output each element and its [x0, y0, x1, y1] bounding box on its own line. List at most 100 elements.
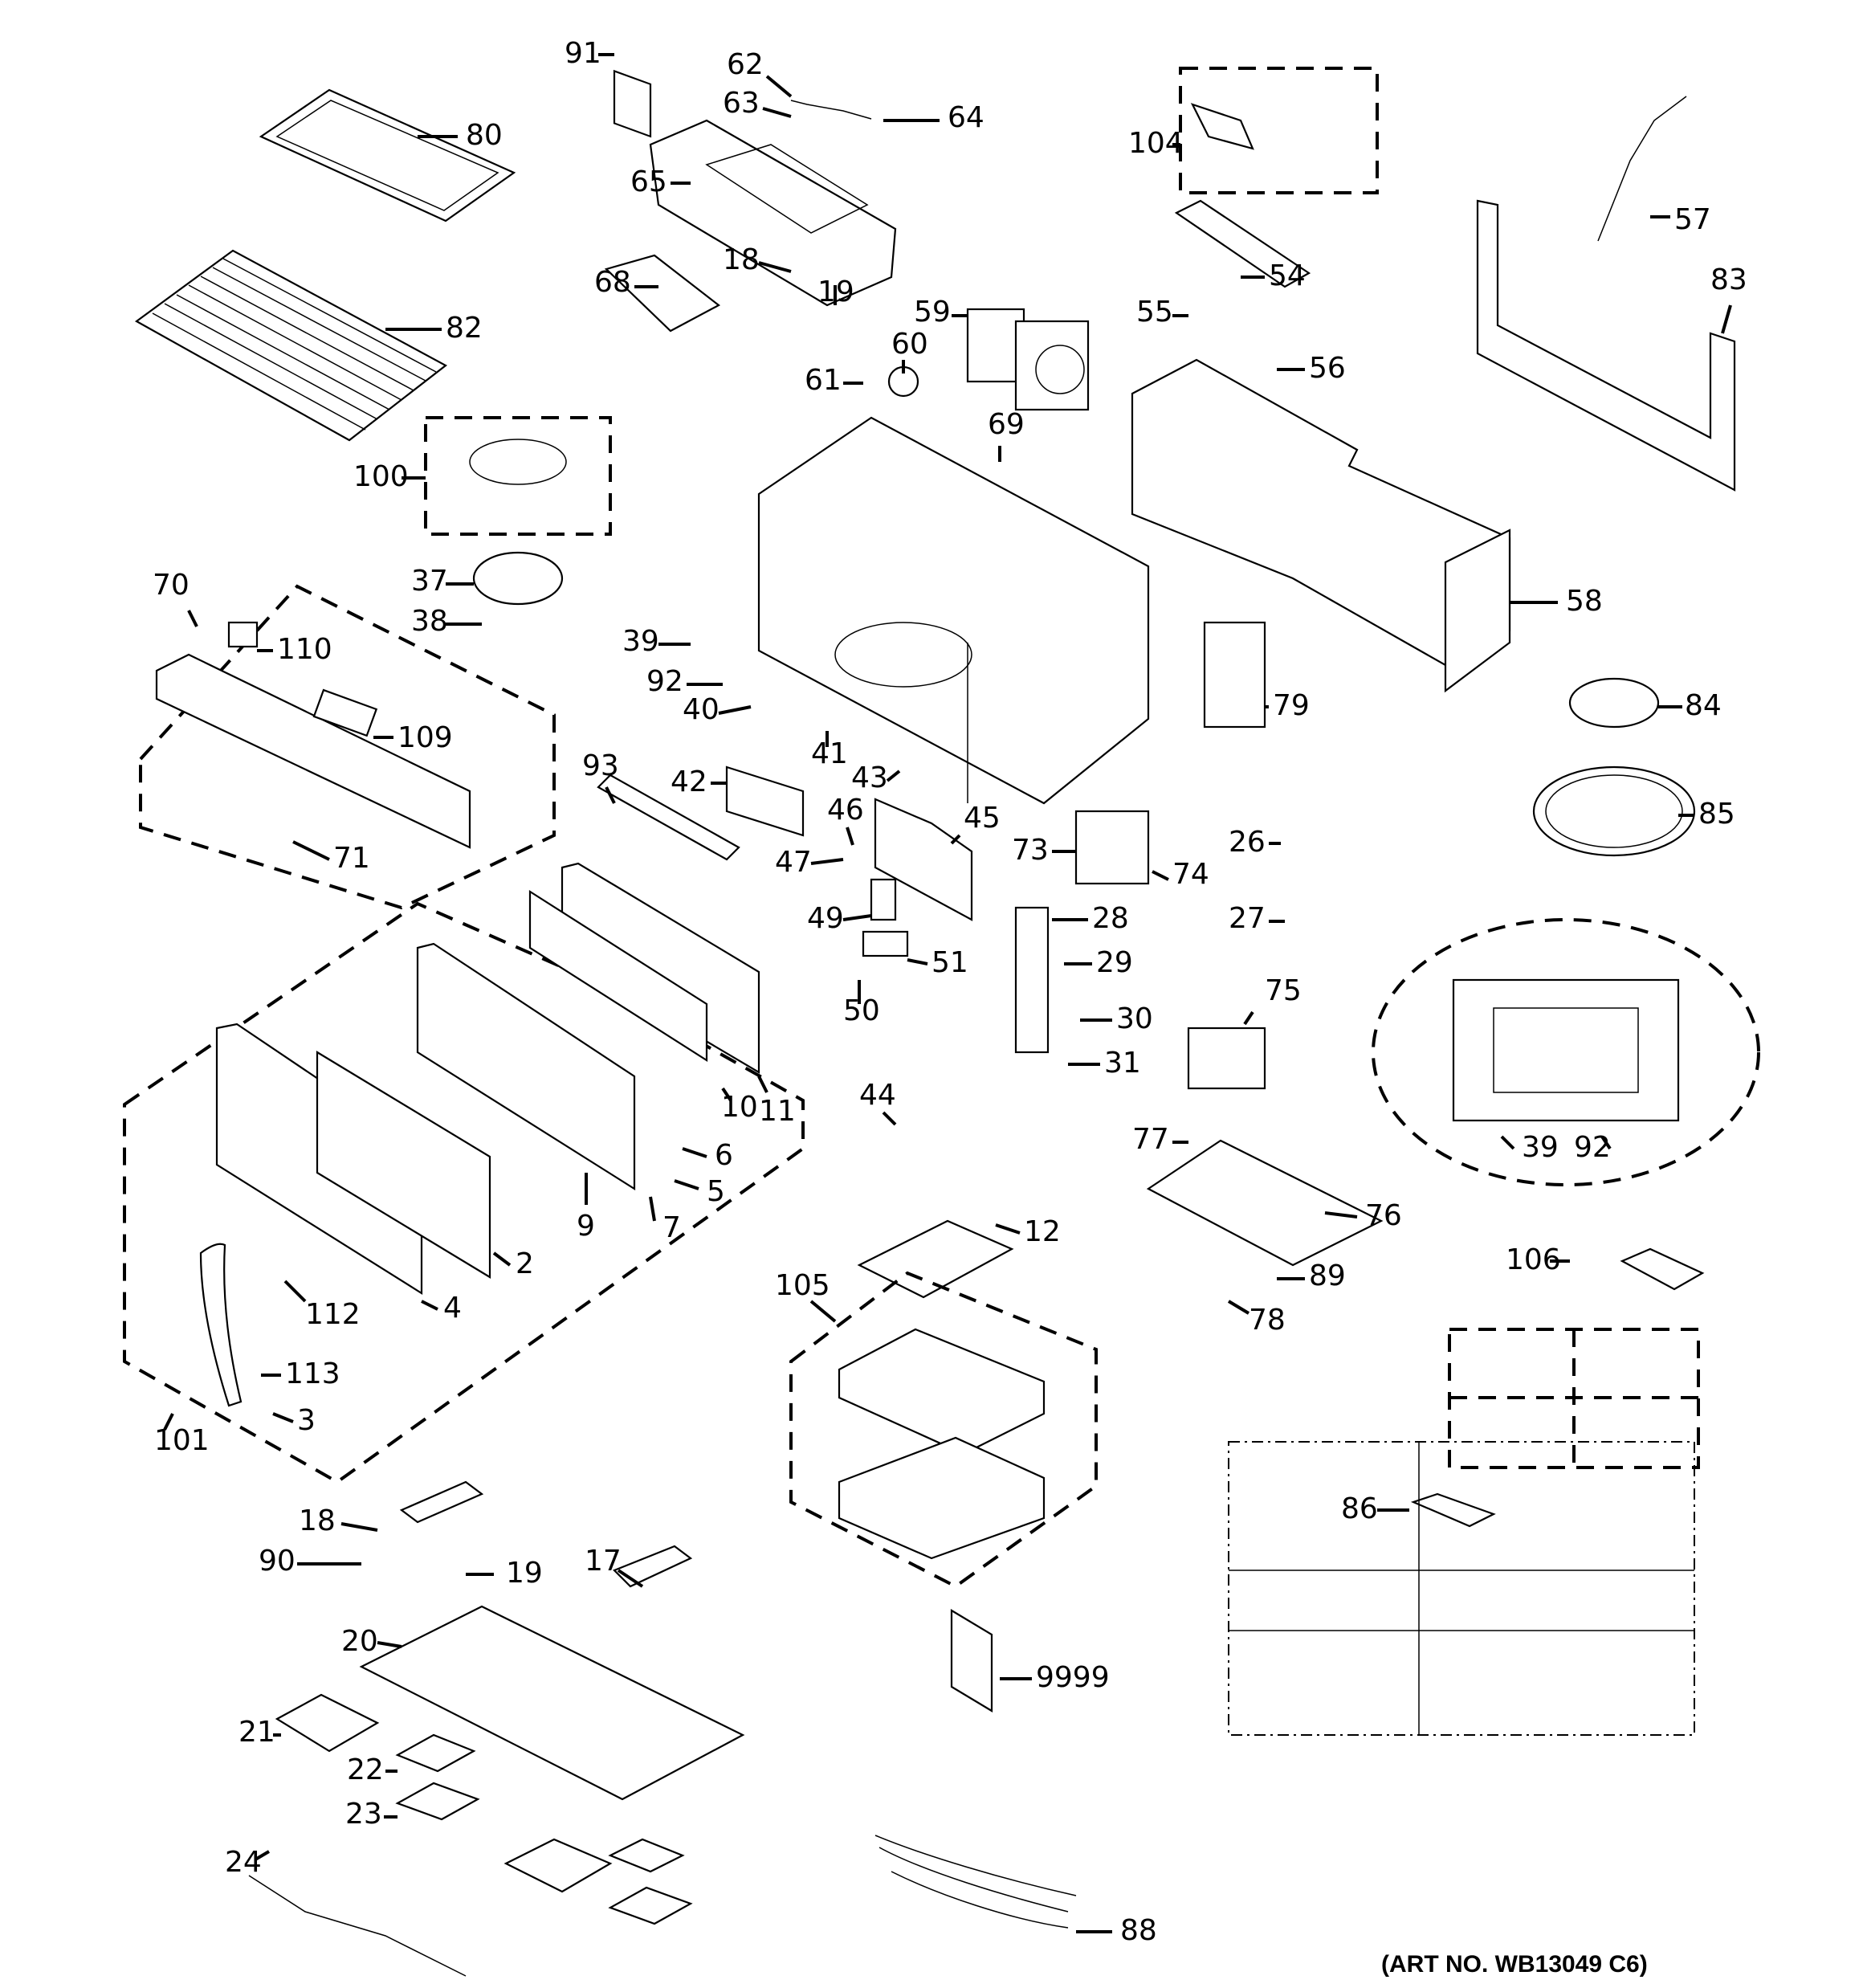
callout-110: 110 — [277, 633, 332, 666]
callout-86: 86 — [1341, 1492, 1378, 1525]
callout-9: 9 — [577, 1210, 595, 1243]
leader-line-2 — [492, 1251, 512, 1267]
part-88-wire-harness — [874, 1835, 1077, 1929]
callout-46: 46 — [827, 794, 864, 827]
callout-55: 55 — [1136, 296, 1173, 329]
callout-56: 56 — [1309, 352, 1346, 385]
part-105-box — [838, 1328, 1046, 1455]
callout-41: 41 — [811, 737, 848, 770]
callout-91: 91 — [565, 37, 601, 70]
callout-88: 88 — [1120, 1914, 1157, 1947]
part-76-base-plate — [1146, 1139, 1384, 1267]
part-42-vent-cover — [725, 765, 805, 837]
part-51-part — [862, 930, 909, 957]
callout-83: 83 — [1710, 263, 1747, 296]
leader-line-18 — [758, 261, 792, 273]
part-85-turntable-tray — [1532, 765, 1696, 857]
group-86-table — [1228, 1441, 1695, 1736]
callout-7: 7 — [662, 1211, 681, 1244]
group-70-box — [139, 584, 556, 910]
leader-line-51 — [907, 958, 928, 965]
callout-84: 84 — [1685, 689, 1722, 722]
leader-line-5 — [674, 1179, 699, 1190]
callout-40: 40 — [683, 693, 720, 726]
callout-100: 100 — [353, 460, 409, 493]
callout-26: 26 — [1229, 826, 1266, 859]
callout-104: 104 — [1128, 127, 1184, 160]
callout-113: 113 — [285, 1357, 340, 1390]
part-28-latch-board — [1014, 906, 1050, 1054]
group-104-box — [1179, 67, 1379, 194]
leader-line-4 — [421, 1300, 438, 1311]
callout-28: 28 — [1092, 902, 1129, 935]
part-22-cover — [395, 1733, 476, 1773]
leader-line-93 — [605, 786, 616, 804]
callout-71: 71 — [333, 842, 370, 875]
part-57-power-cord — [1597, 96, 1687, 242]
leader-line-10 — [721, 1087, 732, 1102]
part-9-door-frame — [416, 942, 636, 1190]
callout-92: 92 — [646, 665, 683, 698]
part-2-door-glass — [316, 1051, 491, 1279]
callout-61: 61 — [805, 364, 842, 397]
callout-3: 3 — [297, 1404, 316, 1437]
callout-31: 31 — [1104, 1047, 1141, 1080]
part-37-stirrer-cover — [472, 551, 564, 606]
callout-38: 38 — [411, 605, 448, 638]
callout-90: 90 — [259, 1545, 296, 1578]
part-104-part — [1190, 103, 1254, 150]
callout-59: 59 — [914, 296, 951, 329]
leader-line-39 — [1500, 1135, 1515, 1150]
callout-9999: 9999 — [1036, 1661, 1110, 1694]
callout-29: 29 — [1096, 946, 1133, 979]
part-68-cover — [604, 254, 721, 333]
callout-45: 45 — [964, 802, 1001, 835]
leader-line-63 — [762, 107, 792, 118]
part-59-fan-motor — [966, 308, 1090, 411]
callout-65: 65 — [630, 165, 667, 198]
callout-49: 49 — [807, 902, 844, 935]
part-21-lens — [275, 1693, 380, 1753]
art-number: (ART NO. WB13049 C6) — [1381, 1951, 1648, 1978]
callout-39: 39 — [1522, 1131, 1559, 1164]
part-82-grill-rack — [134, 249, 448, 442]
part-86-bag — [1410, 1492, 1496, 1528]
leader-line-47 — [810, 858, 844, 865]
callout-93: 93 — [582, 749, 619, 782]
callout-42: 42 — [671, 765, 707, 798]
part-80-grease-filter-frame — [259, 88, 516, 222]
callout-51: 51 — [932, 946, 968, 979]
part-109-filter — [312, 688, 378, 737]
part-91-vent-grille — [613, 69, 652, 138]
callout-23: 23 — [345, 1798, 382, 1831]
callout-2: 2 — [516, 1247, 534, 1280]
callout-76: 76 — [1365, 1199, 1402, 1232]
part-21b-lens — [503, 1838, 613, 1893]
callout-79: 79 — [1273, 689, 1310, 722]
callout-4: 4 — [443, 1292, 462, 1325]
callout-101: 101 — [154, 1424, 210, 1457]
leader-line-62 — [765, 75, 793, 98]
part-9999-manual — [950, 1609, 993, 1712]
part-20-base-panel — [359, 1605, 745, 1801]
part-18-lamp-housing — [399, 1480, 484, 1524]
part-54-plate — [1174, 199, 1311, 288]
callout-64: 64 — [948, 101, 984, 134]
leader-line-17 — [617, 1569, 644, 1588]
leader-line-76 — [1324, 1211, 1358, 1219]
callout-39: 39 — [622, 625, 659, 658]
part-106-bag — [1620, 1247, 1705, 1291]
callout-63: 63 — [723, 87, 760, 120]
callout-18: 18 — [723, 243, 760, 276]
part-93-strip — [597, 774, 740, 861]
leader-line-105 — [809, 1300, 837, 1323]
callout-74: 74 — [1172, 858, 1209, 891]
callout-6: 6 — [715, 1139, 733, 1172]
leader-line-7 — [649, 1196, 656, 1222]
part-cavity-chassis — [757, 416, 1150, 805]
part-12-circuit-board — [857, 1219, 1014, 1299]
part-17-lamp-housing — [613, 1545, 693, 1588]
callout-80: 80 — [466, 119, 503, 152]
leader-line-70 — [187, 610, 198, 627]
